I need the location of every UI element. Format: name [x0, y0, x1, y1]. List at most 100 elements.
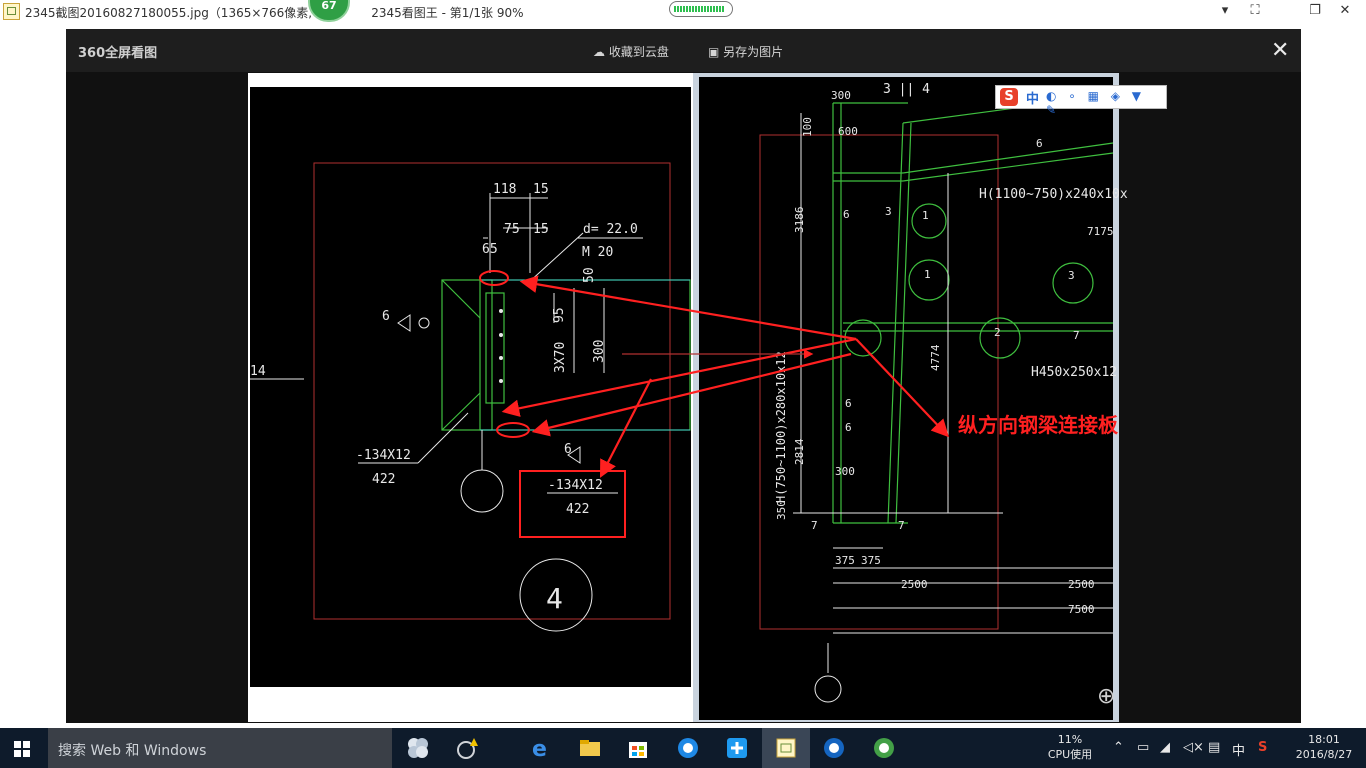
window-title-suffix: 2345看图王 - 第1/1张 90% [371, 6, 524, 20]
image-viewer-app-icon [3, 3, 20, 20]
plate-len-a: 422 [372, 472, 395, 487]
active-viewer-task[interactable] [762, 728, 810, 768]
show-hidden-icons-icon[interactable]: ⌃ [1113, 740, 1124, 755]
window-close-icon[interactable]: ✕ [1339, 3, 1351, 18]
svg-text:e: e [532, 737, 547, 762]
rdim-7500: 7500 [1068, 603, 1095, 616]
weld-d: d= 22.0 [583, 222, 638, 237]
dim-118: 118 [493, 182, 516, 197]
plate-len-b: 422 [566, 502, 589, 517]
dim-95: 95 [552, 307, 567, 323]
rweld-7: 7 [1073, 329, 1080, 342]
cad-right-svg: 300 3 || 4 600 100 H(1100~750)x240x10x 6… [699, 77, 1128, 720]
rdim-300b: 300 [835, 465, 855, 478]
image-viewer-task-icon [774, 736, 798, 760]
rweld-6d: 6 [845, 421, 852, 434]
windows-start-icon[interactable] [14, 741, 30, 757]
chevron-down-icon[interactable]: ▾ [1221, 3, 1229, 18]
save-to-cloud-label: 收藏到云盘 [608, 45, 669, 59]
dim-65: 65 [482, 242, 498, 257]
beam-spec-top: H(1100~750)x240x10x [979, 187, 1128, 202]
plate-spec-b: -134X12 [548, 478, 603, 493]
rweld-7a: 7 [811, 519, 818, 532]
battery-icon[interactable]: ▭ [1137, 740, 1150, 755]
task-view-icon[interactable] [406, 736, 430, 760]
rdim-section: 3 || 4 [883, 82, 930, 97]
cloud-icon: ☁ [593, 45, 605, 59]
green-app-icon[interactable] [872, 736, 896, 760]
dim-75: 75 [504, 222, 520, 237]
windows-taskbar: 搜索 Web 和 Windows e 11% CPU使用 ⌃ ▭ ◢ ◁× ▤ 中… [0, 728, 1366, 768]
ime-tools-icon[interactable]: ◐ ∘ ▦ ◈ ▼ ✎ [1046, 89, 1146, 117]
browser-2345-alt-icon[interactable] [822, 736, 846, 760]
detail-1a: 1 [922, 209, 929, 222]
ime-toolbar[interactable]: S 中 ◐ ∘ ▦ ◈ ▼ ✎ [995, 85, 1167, 117]
fullscreen-icon[interactable]: ⛶ [1250, 3, 1260, 18]
store-icon[interactable] [626, 736, 650, 760]
load-progress-bar [669, 1, 733, 17]
action-center-icon[interactable]: ▤ [1208, 740, 1221, 755]
dim-3x70: 3X70 [553, 342, 568, 373]
detail-1b: 1 [924, 268, 931, 281]
rdim-2500a: 2500 [901, 578, 928, 591]
title-bar: 2345截图20160827180055.jpg（1365×766像素, 84 2… [0, 0, 1366, 22]
wifi-icon[interactable]: ◢ [1160, 740, 1170, 755]
rdim-3186: 3186 [793, 207, 806, 234]
save-as-image-button[interactable]: ▣ 另存为图片 [708, 43, 783, 60]
viewer-toolbar: 360全屏看图 ☁ 收藏到云盘 ▣ 另存为图片 ✕ [66, 29, 1301, 72]
detail-3: 3 [1068, 269, 1075, 282]
rdim-350: 350 [775, 500, 788, 520]
column-spec: H(750~1100)x280x10x12 [774, 351, 788, 503]
detail-number: 4 [546, 582, 563, 615]
volume-muted-icon[interactable]: ◁× [1183, 740, 1204, 755]
viewer-logo: 360全屏看图 [78, 46, 158, 61]
viewer-close-button[interactable]: ✕ [1271, 38, 1290, 63]
rweld-7b: 7 [898, 519, 905, 532]
connect-app-icon[interactable] [725, 736, 749, 760]
cpu-usage[interactable]: 11% CPU使用 [1044, 732, 1096, 762]
save-as-image-label: 另存为图片 [723, 45, 784, 59]
cad-drawing-right: 300 3 || 4 600 100 H(1100~750)x240x10x 6… [693, 73, 1128, 722]
beam-spec-mid: H450x250x12 [1031, 365, 1117, 380]
plate-spec-a: -134X12 [356, 448, 411, 463]
rweld-6b: 6 [843, 208, 850, 221]
ime-mode[interactable]: 中 [1026, 92, 1040, 107]
fullscreen-viewer: 360全屏看图 ☁ 收藏到云盘 ▣ 另存为图片 ✕ [66, 29, 1301, 723]
taskbar-search-box[interactable]: 搜索 Web 和 Windows [48, 728, 392, 768]
clock[interactable]: 18:01 2016/8/27 [1285, 732, 1363, 762]
rweld-6a: 6 [1036, 137, 1043, 150]
sogou-ime-icon[interactable]: S [1258, 740, 1268, 755]
dim-300: 300 [592, 340, 607, 363]
save-icon: ▣ [708, 45, 720, 59]
detail-2: 2 [994, 326, 1001, 339]
notification-bell-icon[interactable] [456, 736, 480, 760]
ime-logo-icon: S [1000, 88, 1018, 106]
load-progress-fill [674, 6, 724, 12]
rdim-375b: 375 [861, 554, 881, 567]
dim-14: 14 [250, 364, 266, 379]
rdim-4774: 4774 [929, 344, 942, 371]
browser-2345-icon[interactable] [676, 736, 700, 760]
rdim-2500b: 2500 [1068, 578, 1095, 591]
zoom-in-icon[interactable]: ⊕ [1097, 684, 1115, 709]
clock-date: 2016/8/27 [1295, 748, 1353, 761]
dim-15a: 15 [533, 182, 549, 197]
annotation-label: 纵方向钢梁连接板 [958, 413, 1119, 437]
clock-time: 18:01 [1308, 733, 1340, 746]
file-explorer-icon[interactable] [578, 736, 602, 760]
rdim-2814: 2814 [793, 438, 806, 465]
save-to-cloud-button[interactable]: ☁ 收藏到云盘 [593, 43, 669, 60]
window-title: 2345截图20160827180055.jpg（1365×766像素, 84 2… [25, 4, 524, 21]
rweld-3: 3 [885, 205, 892, 218]
search-placeholder: 搜索 Web 和 Windows [58, 743, 207, 759]
ime-indicator[interactable]: 中 [1232, 744, 1246, 759]
weld-6a: 6 [382, 309, 390, 324]
restore-icon[interactable]: ❐ [1309, 3, 1321, 18]
window-title-text: 2345截图20160827180055.jpg（1365×766像素, 84 [25, 6, 332, 20]
dim-15b: 15 [533, 222, 549, 237]
cpu-value: 11% [1057, 733, 1083, 746]
cpu-label: CPU使用 [1047, 748, 1093, 761]
annotation-arrows: 纵方向钢梁连接板 [501, 275, 1119, 478]
rdim-600: 600 [838, 125, 858, 138]
edge-browser-icon[interactable]: e [530, 736, 554, 762]
